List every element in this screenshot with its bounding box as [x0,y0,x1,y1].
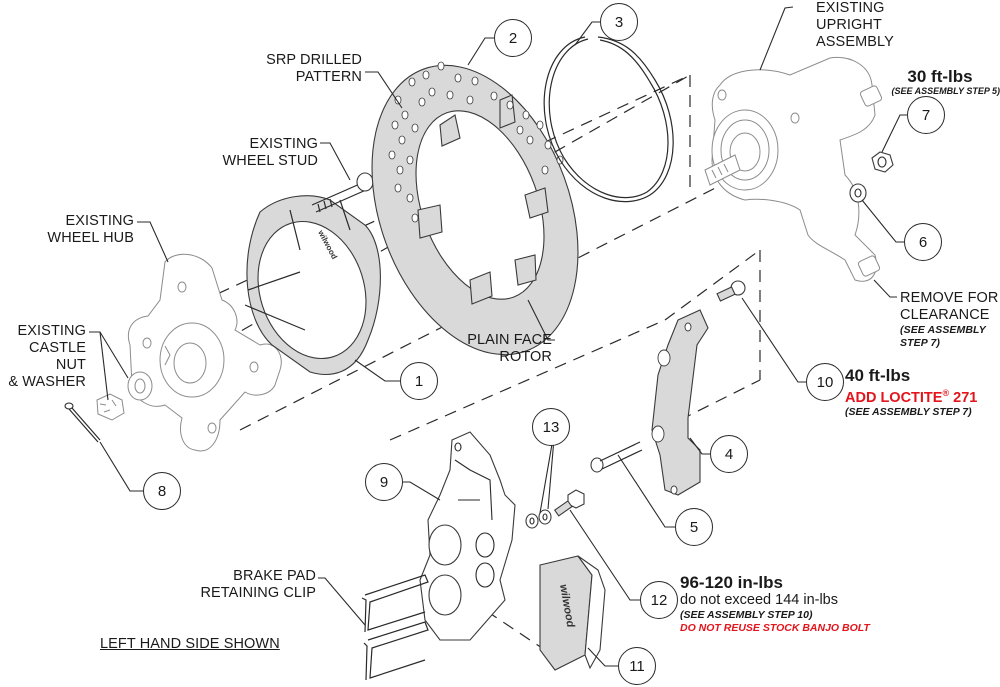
loctite-warning: ADD LOCTITE® 271 [845,385,977,406]
label-line: ASSEMBLY [816,34,894,50]
callout-10[interactable]: 10 [806,363,844,401]
label-line: PLAIN FACE [467,332,552,348]
crush-washers [525,509,552,529]
label-line: REMOVE FOR [900,290,999,306]
callout-9[interactable]: 9 [365,463,403,501]
callout-7[interactable]: 7 [907,96,945,134]
registered-mark: ® [942,388,950,398]
caliper-mount-bolt [590,441,643,473]
torque-value: 96-120 in-lbs [680,573,783,592]
label-line: SRP DRILLED [266,52,362,68]
label-line: UPRIGHT [816,17,882,33]
warning-text: 271 [949,389,978,406]
label-remove-for-clearance: REMOVE FOR CLEARANCE (SEE ASSEMBLY STEP … [900,290,998,350]
callout-12[interactable]: 12 [640,581,678,619]
banjo-bolt [553,489,585,517]
label-line: CASTLE NUT [28,340,86,373]
torque-limit: do not exceed 144 in-lbs [680,592,838,608]
torque-value: 40 ft-lbs [845,366,911,385]
callout-3[interactable]: 3 [600,3,638,41]
torque-spec-item10: 40 ft-lbs ADD LOCTITE® 271 (SEE ASSEMBLY… [845,366,977,419]
wheel-stud [311,172,374,213]
label-line: ROTOR [499,349,552,365]
caliper [419,431,516,641]
retaining-ring [543,36,674,203]
callout-13[interactable]: 13 [532,408,570,446]
label-srp-drilled-pattern: SRP DRILLED PATTERN [240,52,362,86]
assembly-step-note: STEP 7) [900,337,940,349]
torque-spec-item7: 30 ft-lbs (SEE ASSEMBLY STEP 5) [880,67,1000,98]
rotor [371,61,579,356]
nut-7 [871,151,894,173]
pad-retaining-clip [361,574,429,681]
label-line: & WASHER [8,374,86,390]
callout-8[interactable]: 8 [143,472,181,510]
label-line: EXISTING [816,0,885,16]
label-wheel-stud: EXISTING WHEEL STUD [210,136,318,170]
torque-value: 30 ft-lbs [907,67,973,86]
leader-lines [89,6,907,667]
castle-nut-washer [96,371,153,421]
label-line: BRAKE PAD [233,568,316,584]
label-brake-pad-clip: BRAKE PAD RETAINING CLIP [190,568,316,602]
washer-6 [849,183,867,203]
label-line: EXISTING [65,213,134,229]
caliper-bracket [651,309,709,496]
label-wheel-hub: EXISTING WHEEL HUB [30,213,134,247]
callout-5[interactable]: 5 [675,508,713,546]
label-line: RETAINING CLIP [200,585,316,601]
label-line: PATTERN [295,69,362,85]
callout-4[interactable]: 4 [710,435,748,473]
rotor-hat: wilwood [244,195,381,375]
assembly-step-note: (SEE ASSEMBLY STEP 10) [680,609,813,621]
warning-text: ADD LOCTITE [845,389,943,406]
upright-assembly [704,56,883,282]
callout-2[interactable]: 2 [494,19,532,57]
assembly-step-note: (SEE ASSEMBLY [900,324,986,336]
brake-pad: wilwood [539,555,606,671]
torque-spec-item12: 96-120 in-lbs do not exceed 144 in-lbs (… [680,573,870,635]
bracket-bolt [716,280,746,302]
label-line: WHEEL HUB [47,230,134,246]
assembly-step-note: (SEE ASSEMBLY STEP 5) [891,86,1000,96]
callout-1[interactable]: 1 [400,362,438,400]
wheel-hub [127,253,282,452]
cotter-pin [64,402,101,443]
assembly-step-note: (SEE ASSEMBLY STEP 7) [845,405,972,418]
callout-6[interactable]: 6 [904,223,942,261]
label-castle-nut-washer: EXISTING CASTLE NUT & WASHER [0,323,86,391]
label-line: CLEARANCE [900,307,990,323]
label-line: EXISTING [17,323,86,339]
label-line: WHEEL STUD [222,153,318,169]
callout-11[interactable]: 11 [618,647,656,685]
label-upright-assembly: EXISTING UPRIGHT ASSEMBLY [816,0,894,51]
label-line: EXISTING [249,136,318,152]
banjo-bolt-warning: DO NOT REUSE STOCK BANJO BOLT [680,622,870,634]
orientation-note: LEFT HAND SIDE SHOWN [100,636,280,652]
label-plain-face-rotor: PLAIN FACE ROTOR [460,332,552,366]
